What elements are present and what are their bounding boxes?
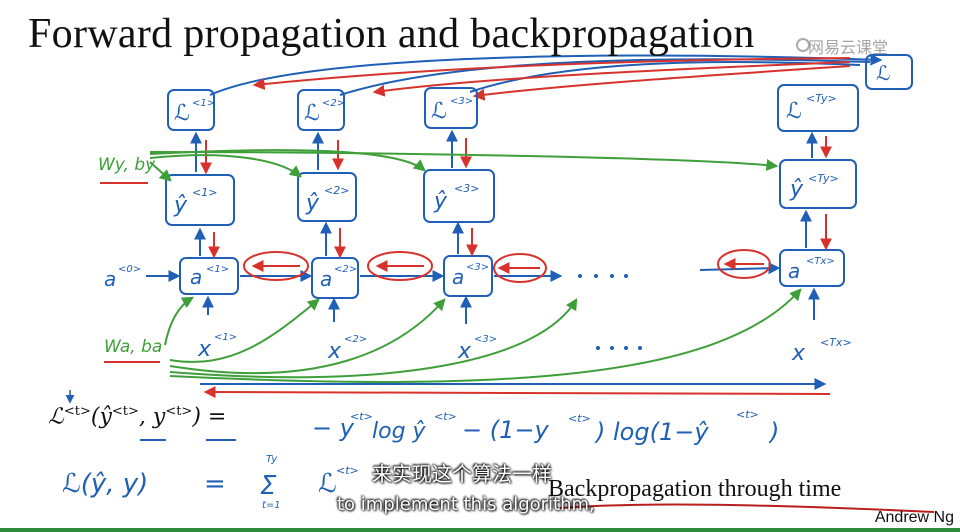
loss-node-ty: ℒ <Ty>: [777, 84, 859, 132]
svg-text:<1>: <1>: [214, 332, 237, 343]
svg-text:): ): [768, 418, 779, 446]
formula-args-sup2: <t>: [165, 404, 193, 419]
svg-text:x: x: [457, 339, 472, 364]
footer-accent-line: [0, 528, 960, 532]
svg-text:<t>: <t>: [336, 464, 359, 477]
svg-text:<3>: <3>: [474, 334, 497, 345]
svg-text:− y: − y: [312, 414, 355, 442]
svg-text:<1>: <1>: [206, 264, 229, 275]
yhat-node-2: ŷ <2>: [297, 172, 357, 222]
svg-text:ŷ: ŷ: [173, 193, 188, 218]
loss-node-3: ℒ <3>: [424, 87, 478, 129]
svg-text:<t>: <t>: [350, 410, 373, 423]
svg-text:<2>: <2>: [324, 184, 349, 197]
svg-text:ŷ: ŷ: [789, 177, 804, 202]
svg-text:ℒ(ŷ, y): ℒ(ŷ, y): [62, 469, 148, 499]
yhat-node-3: ŷ <3>: [423, 169, 495, 223]
activation-node-tx: a <Tx>: [779, 249, 845, 287]
svg-text:− (1−y: − (1−y: [462, 416, 549, 444]
formula-lhs: ℒ: [48, 404, 64, 430]
yhat-node-1: ŷ <1>: [165, 174, 235, 226]
subtitle-english: to implement this algorithm,: [337, 494, 595, 515]
svg-text:a: a: [452, 265, 464, 289]
input-labels: x <1> x <2> x <3> x <Tx>: [197, 332, 852, 366]
yhat-node-ty: ŷ <Ty>: [779, 159, 857, 209]
author-credit: Andrew Ng: [874, 509, 954, 526]
svg-text:ℒ: ℒ: [304, 101, 320, 126]
svg-text:ŷ: ŷ: [433, 189, 448, 214]
svg-text:<Tx>: <Tx>: [806, 256, 835, 267]
svg-text:<Ty>: <Ty>: [808, 172, 839, 185]
svg-text:<3>: <3>: [450, 96, 473, 107]
svg-text:<Tx>: <Tx>: [820, 336, 852, 349]
svg-text:a: a: [320, 267, 332, 291]
recurrent-backward-arrows: [243, 249, 771, 283]
svg-text:log ŷ: log ŷ: [372, 419, 427, 444]
bptt-label: Backpropagation through time: [548, 476, 842, 502]
svg-text:<2>: <2>: [344, 334, 367, 345]
loss-node-1: ℒ <1>: [167, 89, 215, 131]
svg-text:Σ: Σ: [260, 471, 277, 501]
svg-text:<3>: <3>: [466, 262, 489, 273]
svg-text:<1>: <1>: [192, 186, 217, 199]
bptt-long-arrows: [200, 378, 831, 399]
loss-aggregation-arrows: [209, 53, 883, 101]
svg-text:<Ty>: <Ty>: [806, 92, 837, 105]
activation-node-1: a <1>: [179, 257, 239, 295]
svg-text:ℒ: ℒ: [431, 99, 447, 124]
formula-args-mid: , y: [138, 404, 166, 430]
forward-vertical-arrows: [190, 129, 820, 324]
svg-text:Wa, ba: Wa, ba: [104, 337, 162, 357]
svg-text:ℒ: ℒ: [876, 61, 890, 85]
formula-lhs-sup: <t>: [63, 404, 91, 419]
svg-text:=: =: [204, 469, 226, 499]
watermark-text: 网易云课堂: [808, 38, 889, 57]
wy-by-parameters: Wy, by: [98, 149, 779, 184]
svg-text:<1>: <1>: [192, 98, 215, 109]
loss-node-2: ℒ <2>: [297, 89, 345, 131]
handwritten-total-loss: ℒ(ŷ, y) = Σ Ty t=1 ℒ <t>: [62, 454, 359, 511]
subtitle-chinese: 来实现这个算法一样: [372, 462, 552, 486]
svg-text:<t>: <t>: [568, 412, 591, 425]
wa-ba-parameters: Wa, ba: [104, 288, 802, 383]
svg-text:) log(1−ŷ: ) log(1−ŷ: [594, 418, 709, 446]
formula-args-open: (ŷ: [90, 404, 112, 430]
watermark-icon: [796, 38, 810, 52]
slide-title: Forward propagation and backpropagation: [28, 11, 755, 57]
activation-node-2: a <2>: [311, 257, 359, 299]
svg-text:<t>: <t>: [434, 410, 457, 423]
svg-text:Wy, by: Wy, by: [98, 155, 156, 175]
svg-text:<3>: <3>: [454, 182, 479, 195]
svg-text:x: x: [197, 337, 212, 362]
svg-text:ℒ: ℒ: [786, 99, 802, 124]
svg-text:ℒ: ℒ: [318, 469, 337, 499]
svg-text:<2>: <2>: [334, 264, 357, 275]
loss-formula: ℒ<t>(ŷ<t>, y<t>) =: [48, 404, 226, 429]
formula-args-sup1: <t>: [111, 404, 139, 419]
formula-args-close: ) =: [192, 404, 227, 430]
sequence-ellipsis: [578, 274, 642, 350]
a0-label: a: [104, 267, 116, 291]
svg-text:ℒ: ℒ: [174, 101, 190, 126]
svg-text:t=1: t=1: [262, 500, 281, 511]
activation-node-3: a <3>: [443, 255, 493, 297]
svg-text:x: x: [327, 339, 342, 364]
svg-text:ŷ: ŷ: [305, 191, 320, 216]
svg-text:a: a: [788, 259, 800, 283]
svg-text:<2>: <2>: [322, 98, 345, 109]
svg-text:a: a: [190, 265, 202, 289]
bptt-underline: [559, 503, 935, 513]
total-loss-node: ℒ: [865, 54, 913, 90]
svg-text:<t>: <t>: [736, 408, 759, 421]
svg-text:x: x: [791, 341, 806, 366]
svg-text:Ty: Ty: [266, 454, 278, 465]
handwritten-loss-expansion: − y <t> log ŷ <t> − (1−y <t> ) log(1−ŷ <…: [140, 408, 779, 446]
a0-sup: <0>: [118, 264, 141, 275]
